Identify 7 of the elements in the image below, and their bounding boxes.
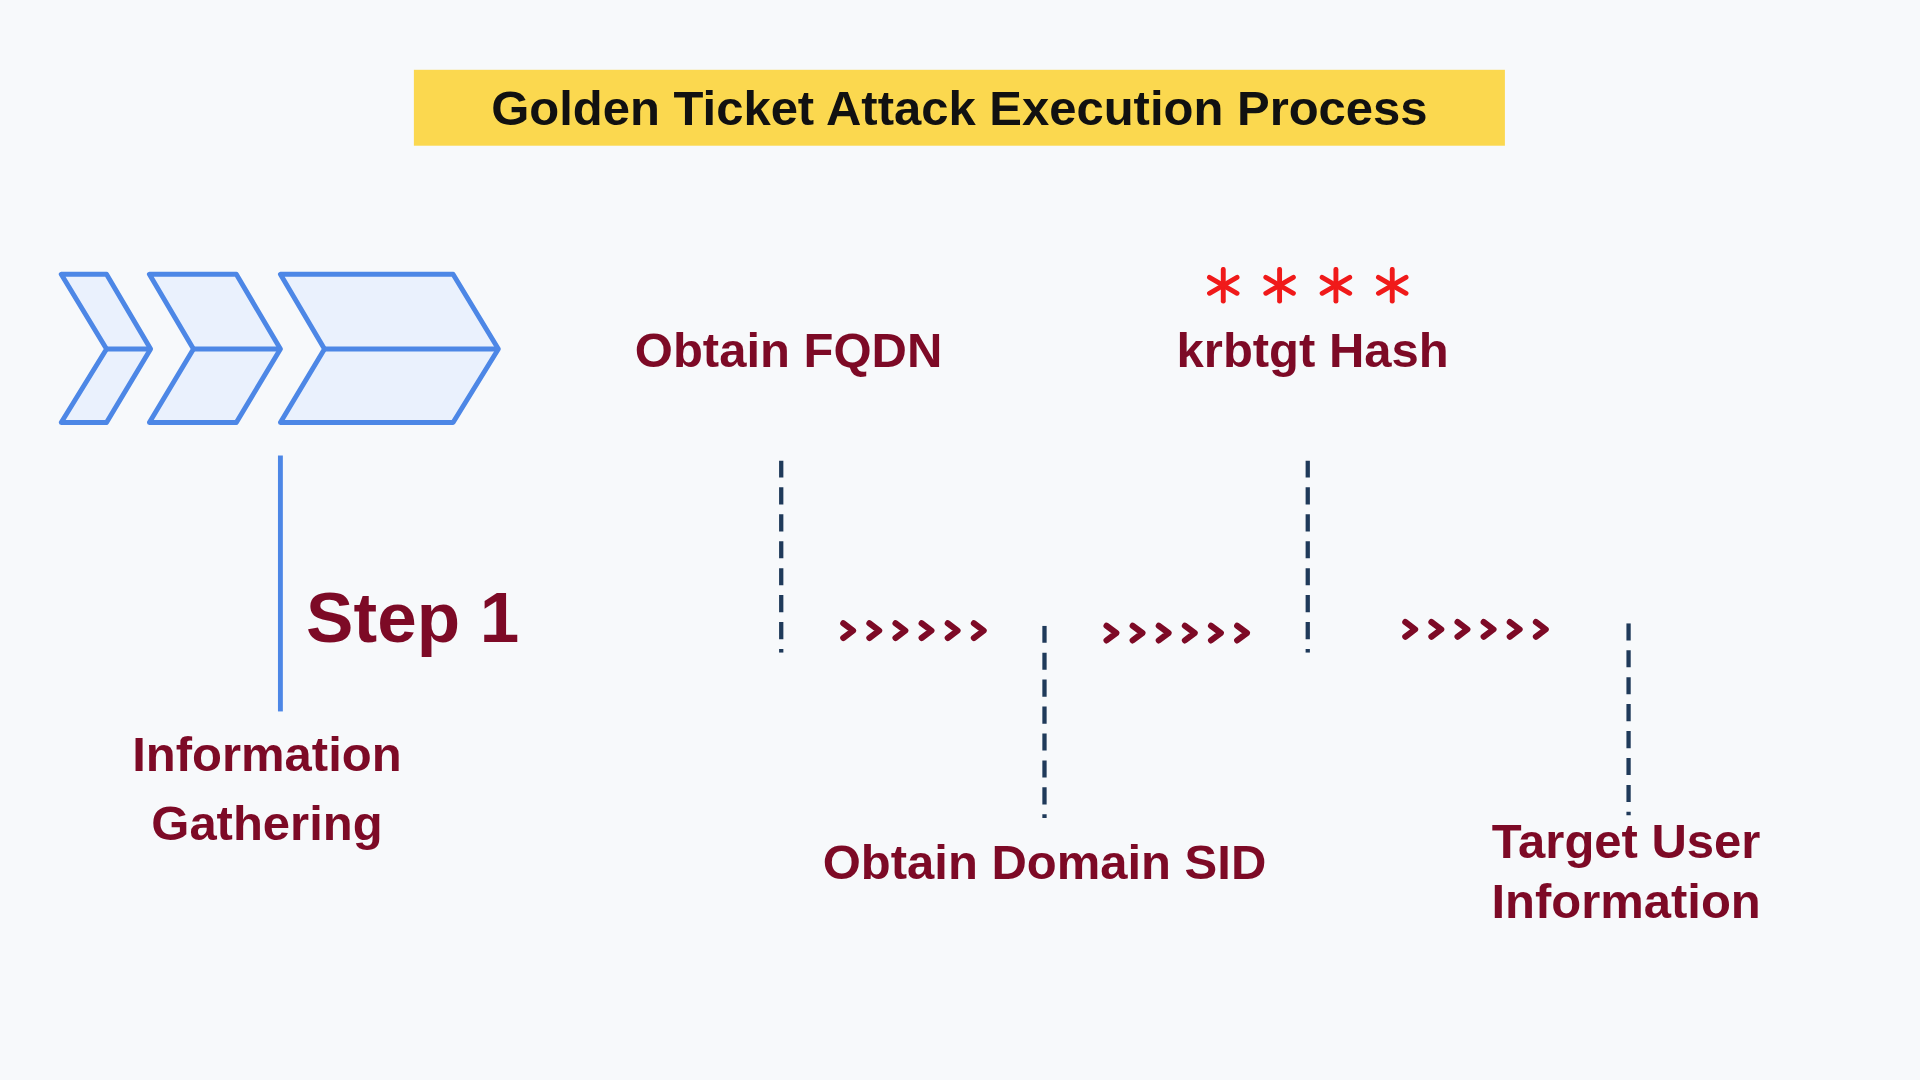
step-title: Obtain FQDN <box>634 320 943 380</box>
step-title: Obtain Domain SID <box>822 832 1267 892</box>
title-banner: Golden Ticket Attack Execution Process <box>413 69 1505 146</box>
step-title: Target User Information <box>1442 811 1810 932</box>
step-label: Step 1 <box>306 575 520 658</box>
step-title: Information Gathering <box>83 720 451 858</box>
step-title: krbtgt Hash <box>1176 320 1449 380</box>
